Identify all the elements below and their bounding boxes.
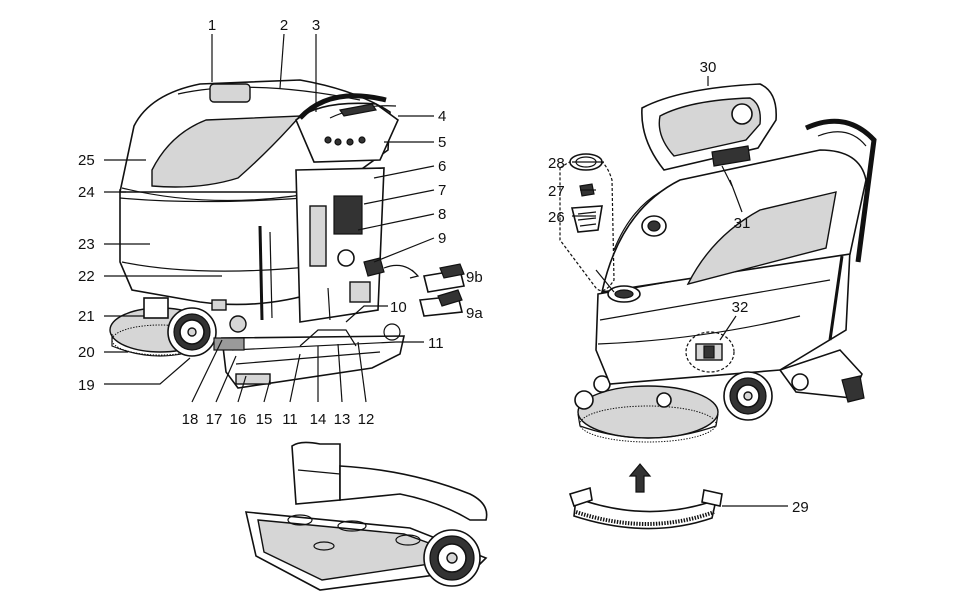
callout-label: 3	[312, 17, 320, 34]
callout-label: 17	[206, 411, 223, 428]
callout-label: 21	[78, 308, 95, 325]
callout-label: 28	[548, 155, 565, 172]
callout-label: 30	[700, 59, 717, 76]
callout-label: 11	[428, 335, 444, 352]
callout-label: 32	[732, 299, 749, 316]
callout-label: 9b	[466, 269, 483, 286]
callout-label: 29	[792, 499, 809, 516]
callout-label: 7	[438, 182, 446, 199]
callout-label: 4	[438, 108, 446, 125]
callout-label: 24	[78, 184, 95, 201]
right-machine-illustration	[559, 83, 877, 530]
leader-lines	[104, 33, 788, 507]
pedal-detail	[383, 263, 465, 317]
callout-label: 15	[256, 411, 273, 428]
callout-label: 6	[438, 158, 446, 175]
callout-label: 9a	[466, 305, 483, 322]
callout-label: 19	[78, 377, 95, 394]
callout-label: 9	[438, 230, 446, 247]
callout-label: 20	[78, 344, 95, 361]
callout-label: 23	[78, 236, 95, 253]
callout-label: 5	[438, 134, 446, 151]
callout-label: 18	[182, 411, 199, 428]
callout-label: 12	[358, 411, 375, 428]
callout-label: 11	[282, 411, 298, 428]
callout-label: 14	[310, 411, 327, 428]
callout-label: 1	[208, 17, 216, 34]
callout-label: 27	[548, 183, 565, 200]
callout-labels: 1 2 3 4 5 6 7 8 9 9b 9a 10 11 12 13 14 1…	[78, 17, 809, 516]
callout-label: 31	[734, 215, 751, 232]
callout-label: 25	[78, 152, 95, 169]
callout-label: 8	[438, 206, 446, 223]
underside-illustration	[244, 441, 488, 591]
callout-label: 16	[230, 411, 247, 428]
callout-label: 26	[548, 209, 565, 226]
callout-label: 22	[78, 268, 95, 285]
left-machine-illustration	[109, 79, 405, 389]
callout-label: 2	[280, 17, 288, 34]
callout-label: 10	[390, 299, 407, 316]
callout-label: 13	[334, 411, 351, 428]
